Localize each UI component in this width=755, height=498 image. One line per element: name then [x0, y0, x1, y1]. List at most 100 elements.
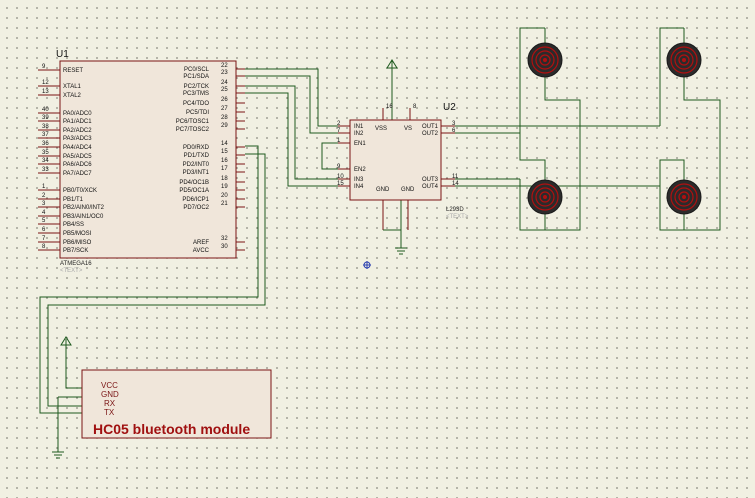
motors [527, 28, 702, 229]
atmega16-pin-number: 16 [221, 158, 228, 164]
dc-motor-icon[interactable] [527, 165, 563, 229]
ground-icon [395, 247, 407, 255]
atmega16-pin-name: PA1/ADC1 [63, 119, 92, 125]
atmega16-pin-name: PD1/TXD [184, 153, 210, 159]
atmega16-pin-name: PC5/TDI [186, 110, 209, 116]
l293d-pin-name: EN1 [354, 141, 366, 147]
atmega16-pin-name: PD3/INT1 [183, 170, 210, 176]
atmega16-pin-name: RESET [63, 68, 83, 74]
atmega16-pin-name: PB6/MISO [63, 240, 92, 246]
atmega16-pin-name: PC0/SCL [184, 67, 210, 73]
hc05-title: HC05 bluetooth module [93, 421, 250, 437]
hc05-module[interactable]: VCC GND RX TX HC05 bluetooth module [81, 369, 272, 439]
atmega16-pin-number: 4 [42, 210, 46, 216]
atmega16-pin-name: PC1/SDA [183, 74, 209, 80]
wire-pc2-in3 [245, 85, 338, 180]
atmega16-pin-name: PB7/SCK [63, 248, 88, 254]
l293d-pin-name: IN4 [354, 184, 364, 190]
atmega16-pin-name: AREF [193, 240, 209, 246]
l293d-pin-name: OUT4 [422, 184, 439, 190]
atmega16-chip[interactable]: U1 ATMEGA16 <TEXT> 9RESET12XTAL113XTAL24… [38, 49, 245, 274]
atmega16-pin-name: PD6/ICP1 [182, 197, 209, 203]
atmega16-pin-number: 30 [221, 244, 228, 250]
l293d-pin-name: IN2 [354, 131, 364, 137]
wire-pc1-in2 [245, 75, 338, 134]
atmega16-pin-number: 13 [42, 89, 49, 95]
atmega16-pin-name: XTAL1 [63, 84, 82, 90]
l293d-pin-name: VSS [375, 126, 387, 132]
atmega16-pin-name: PD4/OC1B [179, 180, 209, 186]
atmega16-pin-name: PB3/AIN1/OC0 [63, 214, 104, 220]
atmega16-pin-name: PB1/T1 [63, 197, 84, 203]
l293d-pin-name: IN3 [354, 177, 364, 183]
l293d-pin-number: 8 [413, 104, 417, 110]
hc05-pin-gnd: GND [101, 390, 119, 399]
atmega16-left-pins: 9RESET12XTAL113XTAL240PA0/ADC039PA1/ADC1… [38, 64, 105, 254]
l293d-pin-number: 9 [337, 164, 341, 170]
atmega16-pin-number: 2 [42, 193, 46, 199]
l293d-body [349, 119, 442, 201]
dc-motor-icon[interactable] [666, 165, 702, 229]
atmega16-pin-number: 14 [221, 141, 228, 147]
atmega16-pin-number: 29 [221, 123, 228, 129]
l293d-part: L293D [446, 207, 464, 213]
atmega16-pin-number: 6 [42, 227, 46, 233]
l293d-ref: U2 [443, 102, 456, 113]
atmega16-pin-name: PC3/TMS [183, 91, 209, 97]
atmega16-pin-name: PB5/MOSI [63, 231, 92, 237]
atmega16-pin-name: PA2/ADC2 [63, 128, 92, 134]
atmega16-pin-number: 17 [221, 166, 228, 172]
l293d-pin-number: 16 [386, 104, 393, 110]
atmega16-pin-name: PB2/AIN0/INT2 [63, 205, 105, 211]
l293d-pin-number: 1 [337, 138, 341, 144]
atmega16-pin-name: PB4/SS [63, 222, 84, 228]
atmega16-pin-number: 5 [42, 218, 46, 224]
atmega16-pin-name: PC6/TOSC1 [176, 119, 210, 125]
atmega16-pin-number: 15 [221, 149, 228, 155]
atmega16-pin-name: PA0/ADC0 [63, 111, 92, 117]
l293d-pin-number: 2 [337, 121, 341, 127]
atmega16-pin-name: PA5/ADC5 [63, 154, 92, 160]
hc05-pin-vcc: VCC [101, 381, 118, 390]
atmega16-pin-number: 8 [42, 244, 46, 250]
l293d-pin-number: 6 [452, 128, 456, 134]
wire-pc3-in4 [245, 92, 338, 187]
dc-motor-icon[interactable] [666, 28, 702, 92]
hc05-pin-tx: TX [104, 408, 115, 417]
atmega16-pin-number: 22 [221, 63, 228, 69]
wire-bt-tx [39, 145, 259, 414]
atmega16-text-placeholder: <TEXT> [60, 268, 83, 274]
l293d-pin-number: 14 [452, 181, 459, 187]
atmega16-pin-number: 36 [42, 141, 49, 147]
atmega16-pin-name: PA3/ADC3 [63, 136, 92, 142]
l293d-pin-number: 10 [337, 174, 344, 180]
atmega16-pin-number: 9 [42, 64, 46, 70]
atmega16-pin-name: PC4/TDO [183, 101, 209, 107]
atmega16-pin-number: 32 [221, 236, 228, 242]
atmega16-pin-number: 20 [221, 193, 228, 199]
l293d-gnd-label: GND [401, 187, 415, 193]
atmega16-pin-name: PD5/OC1A [179, 188, 209, 194]
atmega16-pin-name: PD7/OC2 [183, 205, 209, 211]
atmega16-pin-number: 1 [42, 184, 46, 190]
atmega16-body [59, 60, 237, 259]
hc05-body [81, 369, 272, 439]
atmega16-pin-number: 27 [221, 106, 228, 112]
l293d-pin-name: VS [404, 126, 412, 132]
atmega16-pin-name: PD0/RXD [183, 145, 210, 151]
power-arrow-icon [386, 59, 398, 69]
l293d-pin-number: 3 [452, 121, 456, 127]
atmega16-ref: U1 [56, 49, 69, 60]
atmega16-pin-number: 3 [42, 201, 46, 207]
dc-motor-icon[interactable] [527, 28, 563, 92]
l293d-pin-number: 15 [337, 181, 344, 187]
l293d-pin-name: OUT2 [422, 131, 439, 137]
atmega16-pin-number: 18 [221, 176, 228, 182]
atmega16-pin-number: 33 [42, 167, 49, 173]
atmega16-pin-name: XTAL2 [63, 93, 82, 99]
origin-marker-icon [363, 261, 371, 269]
l293d-pin-number: 7 [337, 128, 341, 134]
